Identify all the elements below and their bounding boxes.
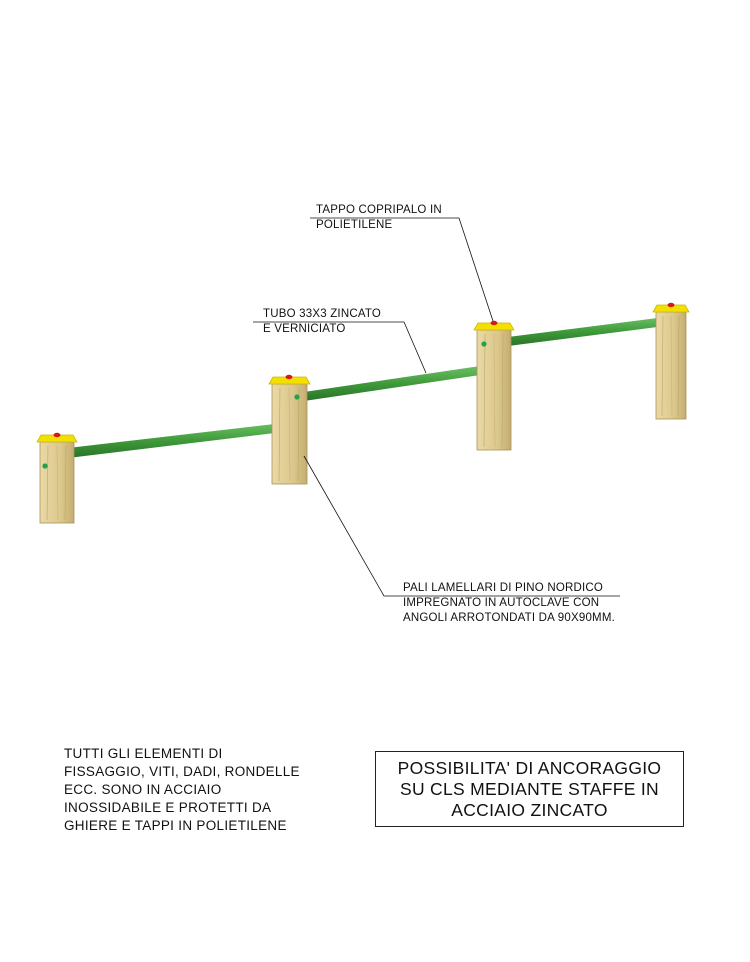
- anchoring-note-box: POSSIBILITA' DI ANCORAGGIO SU CLS MEDIAN…: [375, 751, 684, 827]
- post-cap: [473, 322, 515, 331]
- post-3: [473, 320, 515, 451]
- callout-post-line2: IMPREGNATO IN AUTOCLAVE CON: [403, 597, 600, 609]
- cap-knob: [53, 432, 61, 438]
- callout-post-line1: PALI LAMELLARI DI PINO NORDICO: [403, 582, 604, 594]
- anchoring-note-line2: SU CLS MEDIANTE STAFFE IN: [399, 779, 659, 799]
- leader-post: [303, 455, 620, 597]
- fastening-note-line5: GHIERE E TAPPI IN POLIETILENE: [64, 818, 287, 833]
- cap-knob: [285, 374, 293, 380]
- fastening-note-line1: TUTTI GLI ELEMENTI DI: [64, 746, 223, 761]
- post-cap: [268, 376, 311, 385]
- anchoring-note-line3: ACCIAIO ZINCATO: [451, 800, 608, 820]
- bolt-icon: [42, 463, 48, 469]
- anchoring-note-line1: POSSIBILITA' DI ANCORAGGIO: [397, 758, 662, 778]
- rail-2: [304, 366, 480, 401]
- callout-cap: TAPPO COPRIPALO IN POLIETILENE: [316, 203, 442, 233]
- cap-knob: [490, 320, 498, 326]
- fastening-note-line4: INOSSIDABILE E PROTETTI DA: [64, 800, 272, 815]
- bolt-icon: [481, 341, 487, 347]
- bolt-icon: [294, 394, 300, 400]
- callout-cap-line2: POLIETILENE: [316, 219, 393, 231]
- callout-cap-line1: TAPPO COPRIPALO IN: [316, 204, 442, 216]
- cap-knob: [667, 302, 675, 308]
- callout-post: PALI LAMELLARI DI PINO NORDICO IMPREGNAT…: [403, 581, 615, 626]
- post-cap: [36, 434, 78, 443]
- rail-3: [508, 317, 665, 346]
- leader-tube: [253, 321, 427, 374]
- callout-tube-line2: E VERNICIATO: [263, 323, 346, 335]
- rails: [68, 317, 665, 458]
- rail-1: [68, 423, 283, 458]
- callout-tube-line1: TUBO 33X3 ZINCATO: [263, 308, 382, 320]
- post-2: [268, 374, 311, 485]
- fastening-note: TUTTI GLI ELEMENTI DI FISSAGGIO, VITI, D…: [64, 745, 300, 835]
- leader-cap: [310, 217, 494, 322]
- leader-lines: [253, 217, 620, 597]
- post-cap: [652, 304, 690, 313]
- fastening-note-line2: FISSAGGIO, VITI, DADI, RONDELLE: [64, 764, 300, 779]
- fastening-note-line3: ECC. SONO IN ACCIAIO: [64, 782, 222, 797]
- callout-post-line3: ANGOLI ARROTONDATI DA 90X90MM.: [403, 612, 615, 624]
- callout-tube: TUBO 33X3 ZINCATO E VERNICIATO: [263, 307, 381, 337]
- post-1: [36, 432, 78, 524]
- post-4: [652, 302, 690, 420]
